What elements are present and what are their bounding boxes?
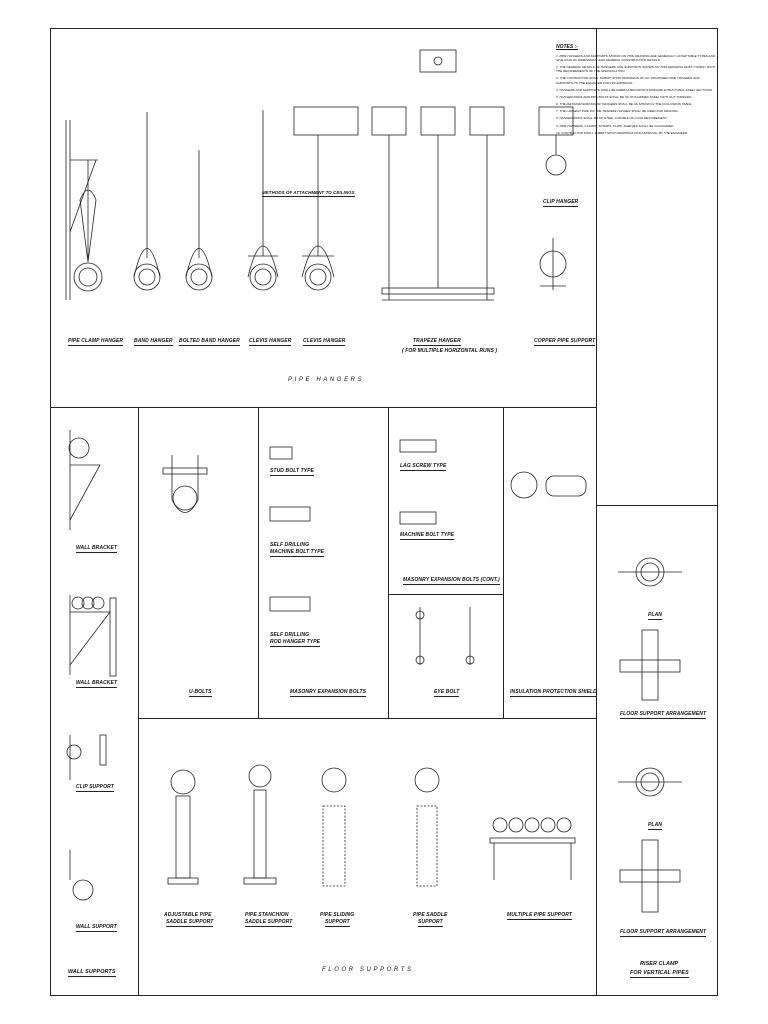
label-multiple-pipe-support: MULTIPLE PIPE SUPPORT [507,912,572,920]
copper-pipe-support-drawing [539,135,567,290]
label-trapeze-hanger: TRAPEZE HANGER [413,338,461,346]
divider-hangers [50,407,596,408]
label-rod-hanger-type: ROD HANGER TYPE [270,639,321,647]
label-machine-bolt-type-2: MACHINE BOLT TYPE [400,532,455,540]
note-item: 6. THE MAXIMUM SPACING OF HANGERS SHALL … [556,102,693,107]
note-item: 2. THE GENERAL DETAILS OF HANGERS AND SU… [556,65,715,74]
bolted-band-hanger-drawing [185,150,213,291]
note-item: 4. HANGERS AND SUPPORTS SHALL BE FABRICA… [556,87,713,92]
divider-eyebolt [503,407,504,718]
label-clevis-hanger-1: CLEVIS HANGER [249,338,292,346]
divider-wall [138,407,139,996]
label-machine-bolt-type-1: MACHINE BOLT TYPE [270,549,325,557]
note-item: 7. THE LARGEST PIPE ON THE TRAPEZE HANGE… [556,109,679,114]
riser-title-1: RISER CLAMP [640,961,679,967]
note-item: 5. HANGER RODS AND PIPE BOLTS SHALL BE O… [556,94,692,99]
notes-block: NOTES :- 1. PIPE HANGERS AND SUPPORTS SH… [556,44,716,138]
drawing-sheet [50,28,718,996]
label-masonry-bolts: MASONRY EXPANSION BOLTS [290,689,367,697]
note-item: 1. PIPE HANGERS AND SUPPORTS SHOWN ON TH… [556,53,716,62]
label-sliding-support: SUPPORT [325,919,350,927]
section-title-wall-supports: WALL SUPPORTS [68,969,116,977]
label-self-drilling-1: SELF DRILLING [270,542,310,548]
note-item: 3. THE CONTRACTOR SHALL SUBMIT SHOP DRAW… [556,76,700,85]
notes-heading: NOTES :- [556,44,578,50]
riser-clamp-drawings [618,557,682,913]
label-stanchion-saddle: SADDLE SUPPORT [245,919,293,927]
note-item: 9. PIPE HANGERS, CLAMPS, STRAPS, CLIPS, … [556,123,675,128]
label-clevis-hanger-2: CLEVIS HANGER [303,338,346,346]
label-copper-pipe-support: COPPER PIPE SUPPORT [534,338,596,346]
label-wall-support: WALL SUPPORT [76,924,117,932]
note-item: 8. HANGER RODS SHALL BE OF STEEL CAPABLE… [556,116,668,121]
pipe-clamp-hanger-drawing [65,120,103,300]
note-item: 10. CONTRACTOR SHALL SUBMIT SHOP DRAWING… [556,130,688,135]
label-pipe-saddle: PIPE SADDLE [413,912,448,918]
trapeze-hanger-drawing [381,135,495,301]
label-lag-screw: LAG SCREW TYPE [400,463,447,471]
label-stud-bolt: STUD BOLT TYPE [270,468,315,476]
label-methods-attachment: METHODS OF ATTACHMENT TO CEILINGS [262,190,355,197]
divider-floor [138,718,596,719]
eye-bolt-drawing [415,607,475,665]
insulation-shield-drawing [510,471,587,499]
label-pipe-clamp-hanger: PIPE CLAMP HANGER [68,338,124,346]
label-floor-support-arrangement-1: FLOOR SUPPORT ARRANGEMENT [620,711,707,719]
floor-support-drawings [167,764,576,887]
section-title-floor-supports: FLOOR SUPPORTS [322,967,414,973]
clevis-hanger-2-drawing [301,135,335,291]
label-clip-hanger: CLIP HANGER [543,199,579,207]
label-pipe-sliding: PIPE SLIDING [320,912,355,918]
masonry-bolts-drawing [269,439,437,612]
label-band-hanger: BAND HANGER [134,338,173,346]
label-eye-bolt: EYE BOLT [434,689,460,697]
u-bolt-drawing [162,455,208,513]
label-adjustable-saddle: SADDLE SUPPORT [166,919,214,927]
label-trapeze-sub: ( FOR MULTIPLE HORIZONTAL RUNS ) [402,348,498,354]
label-u-bolts: U-BOLTS [189,689,212,697]
band-hanger-drawing [133,112,161,291]
label-plan-2: PLAN [648,822,663,830]
label-pipe-stanchion: PIPE STANCHION [245,912,289,918]
label-saddle-support: SUPPORT [418,919,443,927]
divider-masonry [388,407,389,718]
label-clip-support: CLIP SUPPORT [76,784,114,792]
divider-notes [596,28,597,996]
ceiling-slabs [293,49,574,136]
label-insulation-shield: INSULATION PROTECTION SHIELD [510,689,597,697]
divider-masonry-cont [388,594,503,595]
divider-notes-riser [596,505,718,506]
divider-ubolt [258,407,259,718]
label-adjustable-pipe: ADJUSTABLE PIPE [164,912,212,918]
wall-support-drawings [66,430,117,901]
label-floor-support-arrangement-2: FLOOR SUPPORT ARRANGEMENT [620,929,707,937]
label-plan-1: PLAN [648,612,663,620]
section-title-pipe-hangers: PIPE HANGERS [288,377,365,383]
label-masonry-bolts-cont: MASONRY EXPANSION BOLTS (CONT.) [403,577,500,585]
label-wall-bracket-1: WALL BRACKET [76,545,118,553]
label-bolted-band-hanger: BOLTED BAND HANGER [179,338,240,346]
label-self-drilling-2: SELF DRILLING [270,632,310,638]
clevis-hanger-1-drawing [247,110,279,291]
riser-title-2: FOR VERTICAL PIPES [630,970,689,978]
label-wall-bracket-2: WALL BRACKET [76,680,118,688]
